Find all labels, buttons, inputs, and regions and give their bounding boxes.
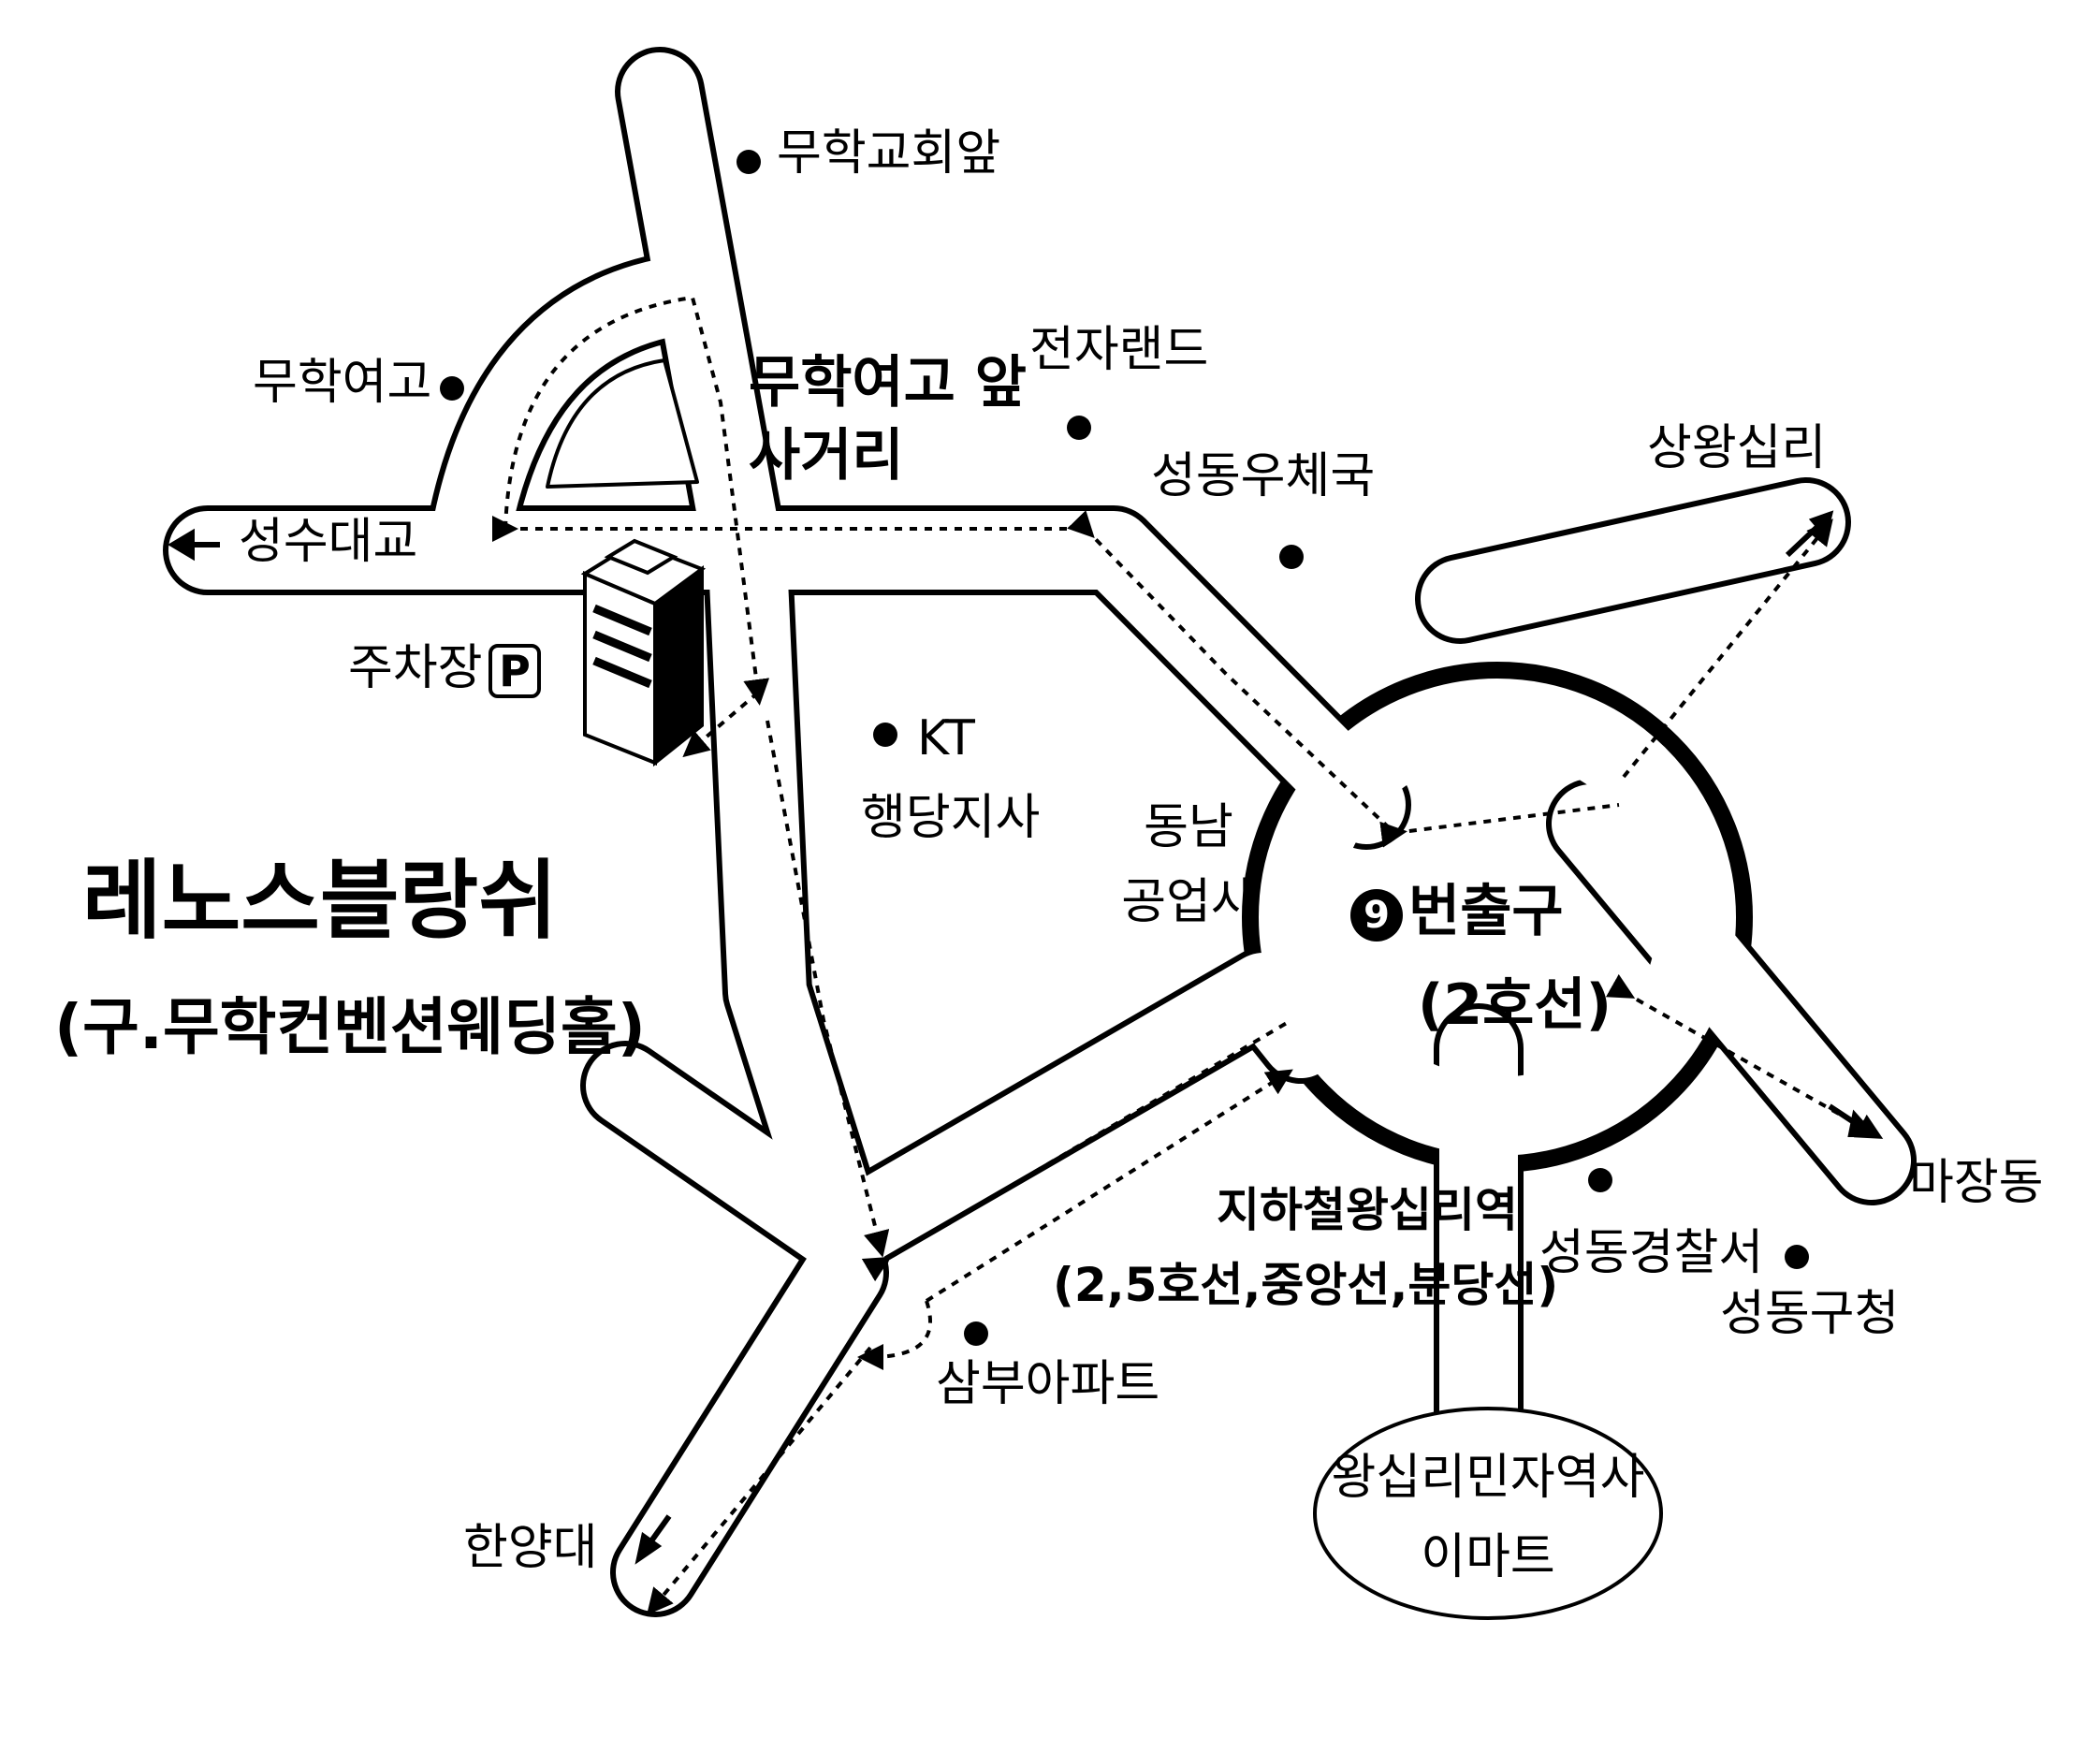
landmark-dot-kt-branch bbox=[873, 723, 897, 747]
landmark-dot-electro-land bbox=[1067, 416, 1091, 440]
landmark-kt-branch-line1: KT bbox=[917, 710, 975, 766]
landmark-dot-sambu-apt bbox=[964, 1321, 988, 1346]
landmark-parking: 주차장 bbox=[348, 640, 483, 696]
landmark-muhak-girls-high: 무학여고 bbox=[253, 355, 432, 411]
landmark-dot-muhak-girls-high bbox=[440, 376, 464, 401]
direction-arrows bbox=[168, 510, 1878, 1565]
landmark-kt-branch-line2: 행당지사 bbox=[861, 790, 1041, 846]
subway-station-name: 지하철왕십리역 bbox=[1217, 1183, 1518, 1237]
landmark-muhak-church: 무학교회앞 bbox=[777, 125, 1001, 182]
road-network bbox=[163, 47, 1917, 1620]
landmark-electro-land: 전자랜드 bbox=[1029, 322, 1209, 378]
venue-name: 레노스블랑쉬 bbox=[82, 851, 558, 951]
route-dotted-lines bbox=[492, 295, 1884, 1615]
landmark-dongnam-line1: 동남 bbox=[1144, 799, 1233, 855]
subway-station-lines: (2,5호선,중앙선,분당선) bbox=[1053, 1258, 1559, 1312]
exit-number-icon: 9 bbox=[1350, 889, 1403, 942]
intersection-label-line1: 무학여고 앞 bbox=[749, 350, 1027, 416]
landmark-dongnam-line2: 공업사 bbox=[1121, 874, 1256, 930]
landmark-dot-muhak-church bbox=[736, 150, 761, 174]
landmark-emart-line1: 왕십리민자역사 bbox=[1331, 1450, 1645, 1506]
landmark-dot-police bbox=[1588, 1168, 1612, 1192]
building-icon bbox=[580, 538, 707, 767]
exit-line: (2호선) bbox=[1418, 972, 1611, 1038]
direction-hanyang-univ: 한양대 bbox=[463, 1520, 598, 1576]
landmark-dot-post-office bbox=[1279, 545, 1304, 569]
landmark-police: 성동경찰서 bbox=[1539, 1225, 1764, 1281]
landmark-post-office: 성동우체국 bbox=[1151, 448, 1376, 504]
landmark-dot-district-office bbox=[1785, 1245, 1809, 1269]
exit-label: 번출구 bbox=[1408, 879, 1564, 944]
landmark-district-office: 성동구청 bbox=[1720, 1286, 1900, 1342]
landmark-emart-line2: 이마트 bbox=[1421, 1529, 1555, 1585]
intersection-label-line2: 사거리 bbox=[749, 423, 904, 489]
parking-icon: P bbox=[489, 644, 541, 698]
venue-former-name: (구.무학컨벤션웨딩홀) bbox=[54, 991, 646, 1063]
direction-sangwangsimni: 상왕십리 bbox=[1647, 420, 1827, 476]
landmark-sambu-apt: 삼부아파트 bbox=[936, 1356, 1160, 1412]
direction-majang-dong: 마장동 bbox=[1909, 1155, 2044, 1211]
direction-seongsu-bridge: 성수대교 bbox=[239, 514, 418, 570]
